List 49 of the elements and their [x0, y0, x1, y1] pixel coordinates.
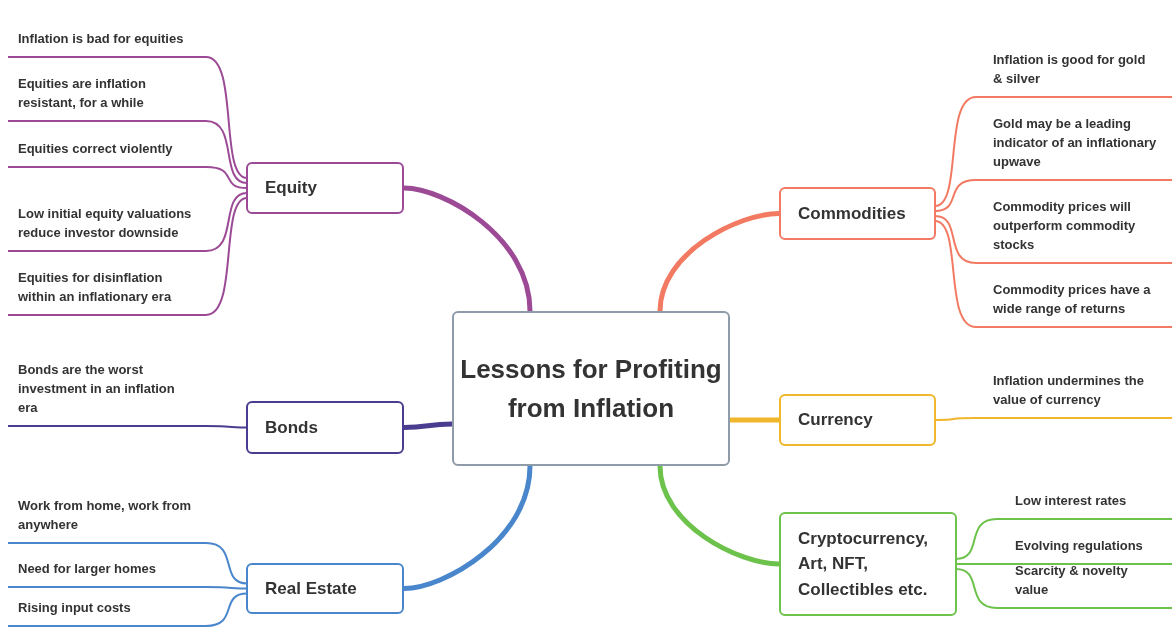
branch-note: Evolving regulations [1015, 537, 1143, 556]
branch-note: Commodity prices will outperform commodity stocks [993, 198, 1137, 255]
branch-note: Low interest rates [1015, 492, 1127, 511]
topic-label: Bonds [265, 416, 318, 439]
topic-box [779, 512, 957, 616]
topic-box [779, 187, 936, 240]
leaf-line [934, 417, 977, 421]
leaf-line [934, 96, 977, 207]
leaf-line [934, 215, 977, 264]
leaf-line [955, 568, 998, 609]
leaf-line [955, 518, 998, 560]
topic-box [246, 563, 404, 614]
leaf-line [934, 179, 977, 212]
note-item [8, 600, 206, 627]
branch-note: Scarcity & novelty value [1015, 562, 1129, 600]
branch-note: Bonds are the worst investment in an inflation era [18, 361, 176, 418]
topic-box [779, 394, 936, 446]
branch-note: Gold may be a leading indicator of an inflationary upwave [993, 115, 1158, 172]
central-topic-box [452, 311, 730, 466]
central-topic: Lessons for Profiting from Inflation [459, 352, 723, 425]
branch-note: Equities correct violently [18, 140, 173, 159]
topic-label: Equity [265, 177, 317, 200]
leaf-line [205, 197, 248, 316]
topic-box [246, 401, 404, 454]
topic-label: Commodities [798, 202, 906, 225]
topic-label: Real Estate [265, 577, 357, 600]
leaf-line [205, 166, 248, 189]
leaf-line [205, 120, 248, 184]
branch-note: Work from home, work from anywhere [18, 497, 192, 535]
leaf-line [205, 192, 248, 252]
branch-note: Inflation is good for gold & silver [993, 51, 1147, 89]
branch-note: Rising input costs [18, 599, 131, 618]
leaf-line [205, 542, 248, 585]
leaf-line [205, 586, 248, 590]
branch-note: Inflation undermines the value of currency [993, 372, 1145, 410]
leaf-line [205, 425, 248, 429]
branch-note: Equities for disinflation within an inflationary era [18, 269, 173, 307]
leaf-line [955, 563, 998, 565]
branch-note: Equities are inflation resistant, for a while [18, 75, 147, 113]
leaf-line [205, 56, 248, 179]
topic-box [246, 162, 404, 214]
leaf-line [205, 592, 248, 627]
branch-note: Commodity prices have a wide range of returns [993, 281, 1152, 319]
branch-note: Low initial equity valuations reduce investor downside [18, 205, 192, 243]
branch-note: Inflation is bad for equities [18, 30, 184, 49]
topic-label: Cryptocurrency, Art, NFT, Collectibles etc. [798, 527, 930, 601]
branch-note: Need for larger homes [18, 560, 156, 579]
leaf-line [934, 220, 977, 328]
topic-label: Currency [798, 409, 873, 432]
